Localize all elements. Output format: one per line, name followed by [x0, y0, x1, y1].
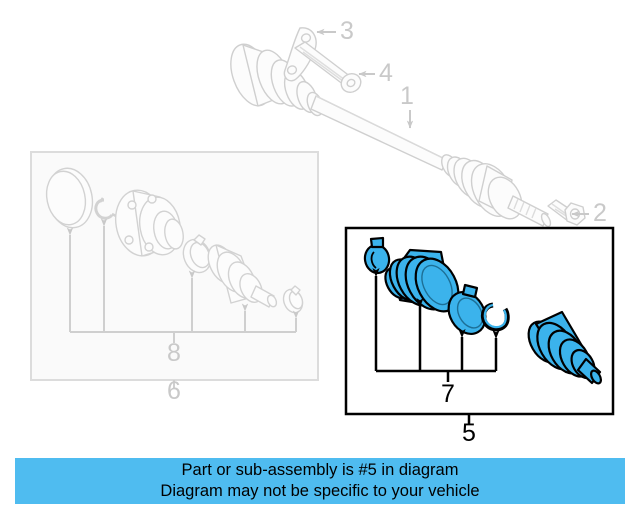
group-6-leaders	[66, 218, 300, 343]
outer-cv-boot-faded	[441, 154, 552, 228]
cv-joint-highlight	[527, 310, 603, 385]
callout-8: 8	[167, 339, 181, 367]
callout-6: 6	[167, 377, 181, 405]
callout-5: 5	[462, 419, 476, 447]
callout-7: 7	[441, 380, 455, 408]
snap-ring-highlight	[480, 302, 510, 332]
banner-line-1: Part or sub-assembly is #5 in diagram	[181, 461, 459, 479]
banner-line-2: Diagram may not be specific to your vehi…	[160, 482, 480, 500]
bolt-long-faded	[294, 41, 362, 93]
cv-boot-highlight	[384, 248, 460, 313]
callout-2: 2	[593, 199, 607, 227]
cv-boot-faded	[207, 244, 278, 308]
boot-clamp-large-faded	[182, 234, 212, 274]
callout-3: 3	[340, 17, 354, 45]
group-5-leaders	[372, 268, 500, 382]
bolt-flange-faded	[547, 199, 586, 226]
callout-1: 1	[400, 82, 414, 110]
boot-clamp-large-highlight	[447, 283, 487, 335]
boot-clamp-small-highlight	[363, 236, 391, 275]
dust-cap-faded	[45, 167, 94, 229]
group-6-parts	[45, 167, 304, 314]
hub-flange-faded	[114, 189, 184, 257]
boot-clamp-small-faded	[282, 285, 304, 314]
drive-shaft-bar-faded	[310, 95, 448, 171]
callout-4: 4	[379, 59, 393, 87]
assembly-callout-leaders	[316, 28, 589, 218]
driveshaft-assembly	[230, 27, 586, 228]
info-banner: Part or sub-assembly is #5 in diagram Di…	[15, 458, 625, 504]
retaining-plate-faded	[283, 27, 317, 82]
callout-labels: 1 2 3 4 5 6 7 8	[167, 17, 607, 447]
group-5-parts	[363, 236, 603, 385]
inner-cv-boot-faded	[230, 43, 324, 117]
